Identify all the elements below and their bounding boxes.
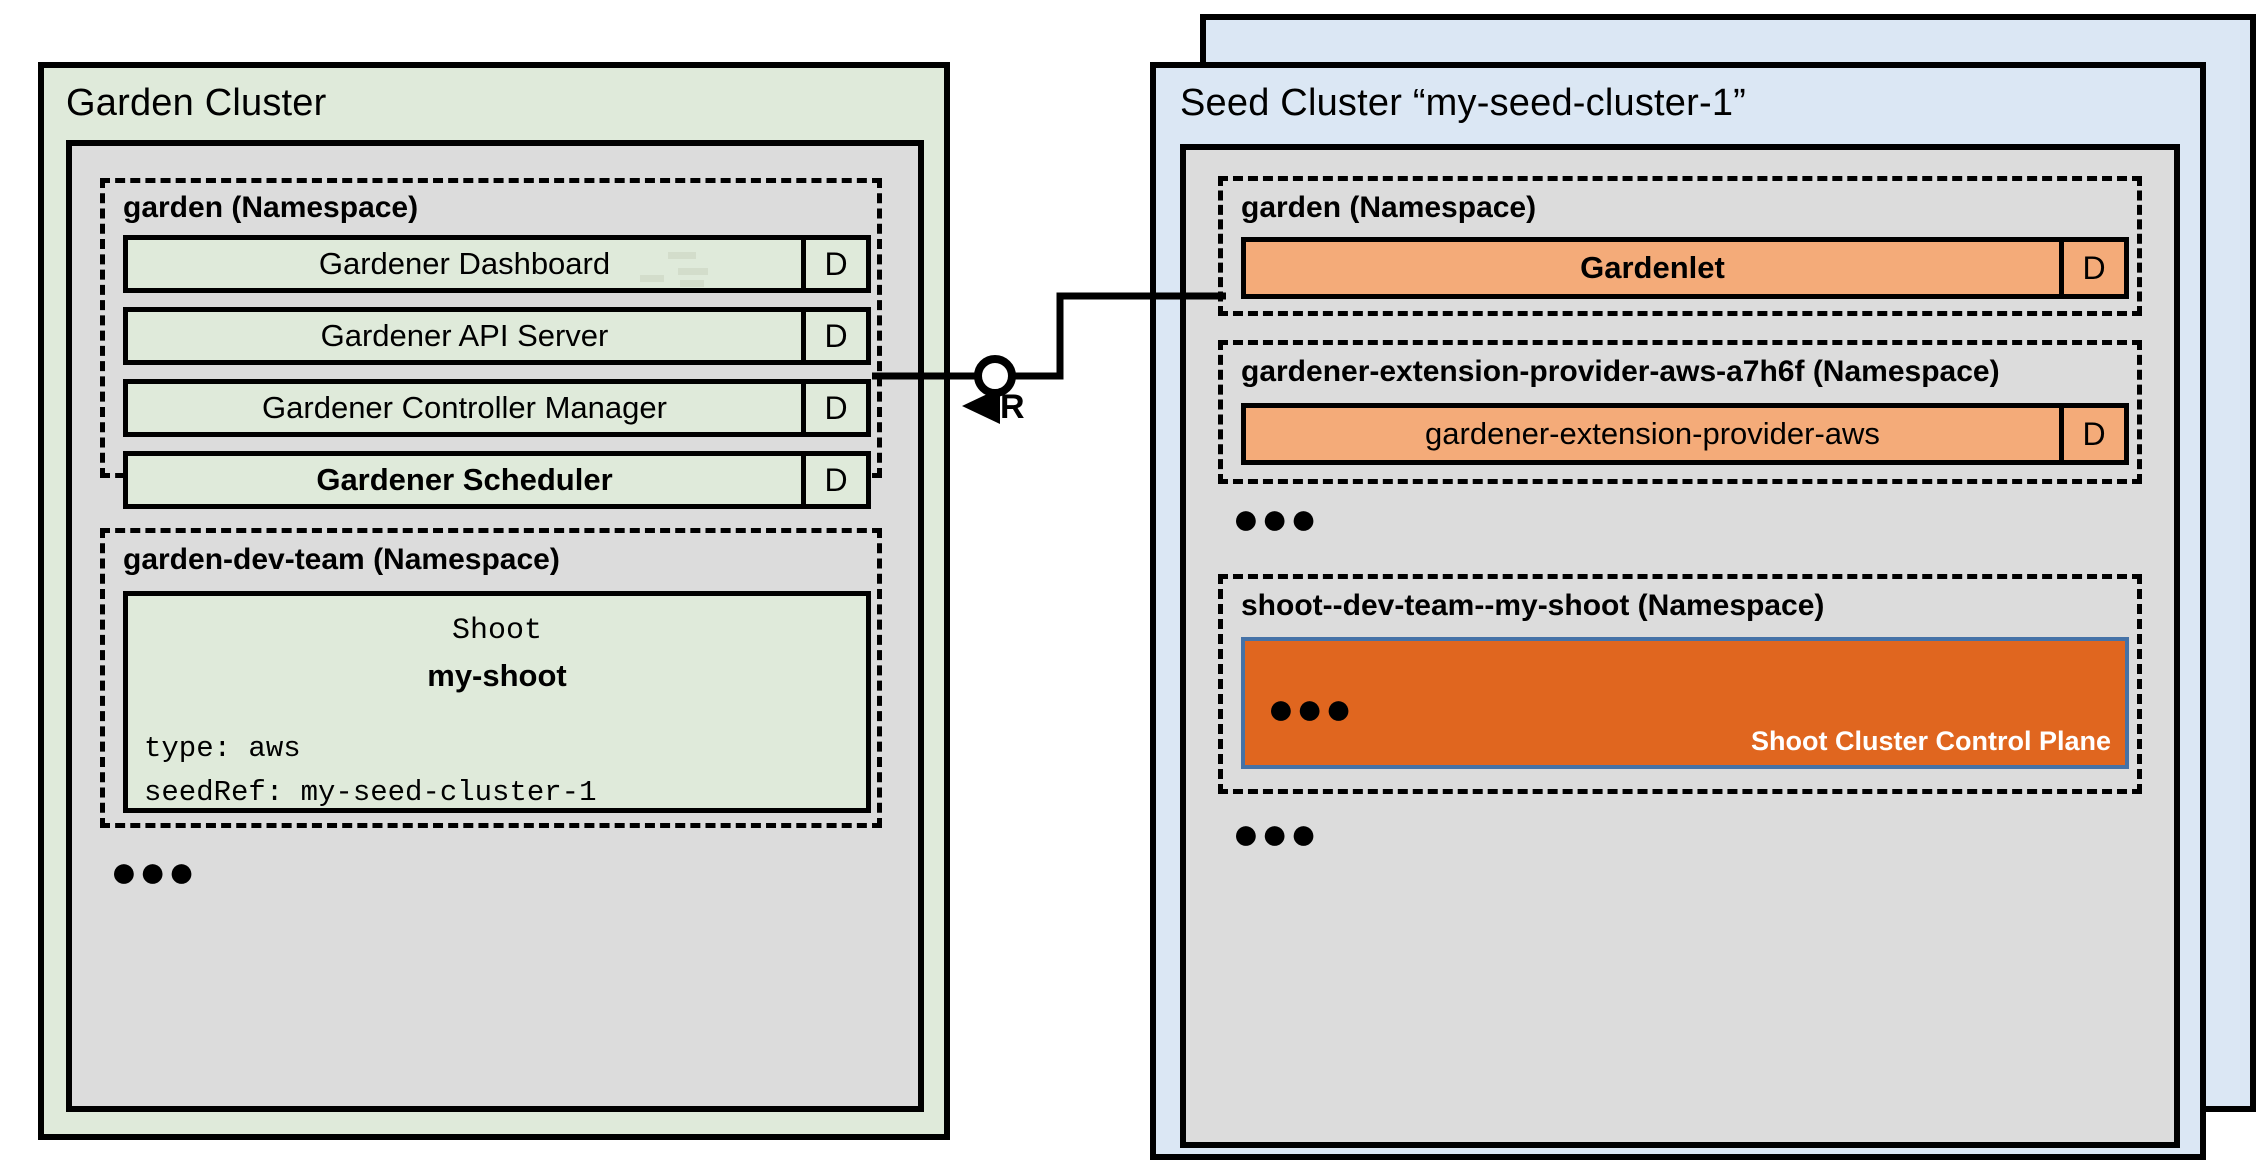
- component-gardener-controller-manager[interactable]: Gardener Controller Manager D: [123, 379, 871, 437]
- component-gardenlet[interactable]: Gardenlet D: [1241, 237, 2129, 299]
- seed-namespace-extension-provider-aws-title: gardener-extension-provider-aws-a7h6f (N…: [1241, 355, 2000, 388]
- render-artifact-mark: [640, 275, 664, 282]
- shoot-resource-spec-seedref: seedRef: my-seed-cluster-1: [144, 776, 597, 809]
- component-gardener-api-server-deployment-badge: D: [806, 312, 866, 360]
- shoot-resource-name: my-shoot: [427, 658, 567, 693]
- component-gardener-scheduler-deployment-badge: D: [806, 456, 866, 504]
- shoot-resource-kind: Shoot: [451, 614, 542, 648]
- seed-namespace-shoot-dev-team-my-shoot-title: shoot--dev-team--my-shoot (Namespace): [1241, 589, 1825, 622]
- component-gardener-dashboard-deployment-badge: D: [806, 240, 866, 288]
- seed-namespace-shoot-dev-team-my-shoot: shoot--dev-team--my-shoot (Namespace) ●●…: [1218, 574, 2142, 794]
- connector-socket-icon: [974, 355, 1016, 397]
- component-gardenlet-label: Gardenlet: [1246, 242, 2064, 294]
- seed-more-namespaces-indicator: ●●●: [1232, 492, 1319, 544]
- garden-namespace-dev-team: garden-dev-team (Namespace) Shoot my-sho…: [100, 528, 882, 828]
- connector-arrow-icon: [962, 388, 1000, 424]
- component-gardener-scheduler-label: Gardener Scheduler: [128, 456, 806, 504]
- shoot-resource-spec-type: type: aws: [144, 732, 301, 765]
- seed-cluster-title: Seed Cluster “my-seed-cluster-1”: [1180, 82, 1747, 124]
- seed-namespace-extension-provider-aws: gardener-extension-provider-aws-a7h6f (N…: [1218, 340, 2142, 484]
- seed-cluster: Seed Cluster “my-seed-cluster-1” garden …: [1150, 62, 2206, 1160]
- seed-namespace-garden: garden (Namespace) Gardenlet D: [1218, 176, 2142, 316]
- component-gardener-api-server-label: Gardener API Server: [128, 312, 806, 360]
- component-gardener-controller-manager-label: Gardener Controller Manager: [128, 384, 806, 432]
- shoot-resource-card[interactable]: Shoot my-shoot type: aws seedRef: my-see…: [123, 591, 871, 813]
- seed-cluster-inner-shell: garden (Namespace) Gardenlet D gardener-…: [1180, 144, 2180, 1148]
- seed-more-items-indicator: ●●●: [1232, 807, 1319, 859]
- seed-namespace-garden-title: garden (Namespace): [1241, 191, 1537, 224]
- garden-cluster-title: Garden Cluster: [66, 82, 327, 124]
- garden-namespace-garden: garden (Namespace) Gardener Dashboard D …: [100, 178, 882, 509]
- component-gardener-extension-provider-aws-deployment-badge: D: [2064, 408, 2124, 460]
- component-gardener-scheduler[interactable]: Gardener Scheduler D: [123, 451, 871, 509]
- component-gardenlet-deployment-badge: D: [2064, 242, 2124, 294]
- control-plane-more-indicator: ●●●: [1267, 682, 1354, 734]
- control-plane-label: Shoot Cluster Control Plane: [1750, 726, 2111, 756]
- component-gardener-dashboard-label: Gardener Dashboard: [128, 240, 806, 288]
- render-artifact-mark: [668, 252, 696, 259]
- garden-cluster-inner-shell: garden (Namespace) Gardener Dashboard D …: [66, 140, 924, 1112]
- render-artifact-mark: [680, 280, 704, 287]
- connector-label: R: [1000, 388, 1025, 426]
- component-gardener-extension-provider-aws-label: gardener-extension-provider-aws: [1246, 408, 2064, 460]
- component-gardener-controller-manager-deployment-badge: D: [806, 384, 866, 432]
- garden-namespace-dev-team-title: garden-dev-team (Namespace): [123, 543, 560, 576]
- component-gardener-extension-provider-aws[interactable]: gardener-extension-provider-aws D: [1241, 403, 2129, 465]
- component-gardener-api-server[interactable]: Gardener API Server D: [123, 307, 871, 365]
- garden-cluster: Garden Cluster garden (Namespace) Garden…: [38, 62, 950, 1140]
- shoot-cluster-control-plane[interactable]: ●●● Shoot Cluster Control Plane: [1241, 637, 2129, 769]
- garden-namespace-garden-title: garden (Namespace): [123, 191, 419, 224]
- garden-more-items-indicator: ●●●: [110, 845, 197, 897]
- render-artifact-mark: [678, 268, 708, 275]
- component-gardener-dashboard[interactable]: Gardener Dashboard D: [123, 235, 871, 293]
